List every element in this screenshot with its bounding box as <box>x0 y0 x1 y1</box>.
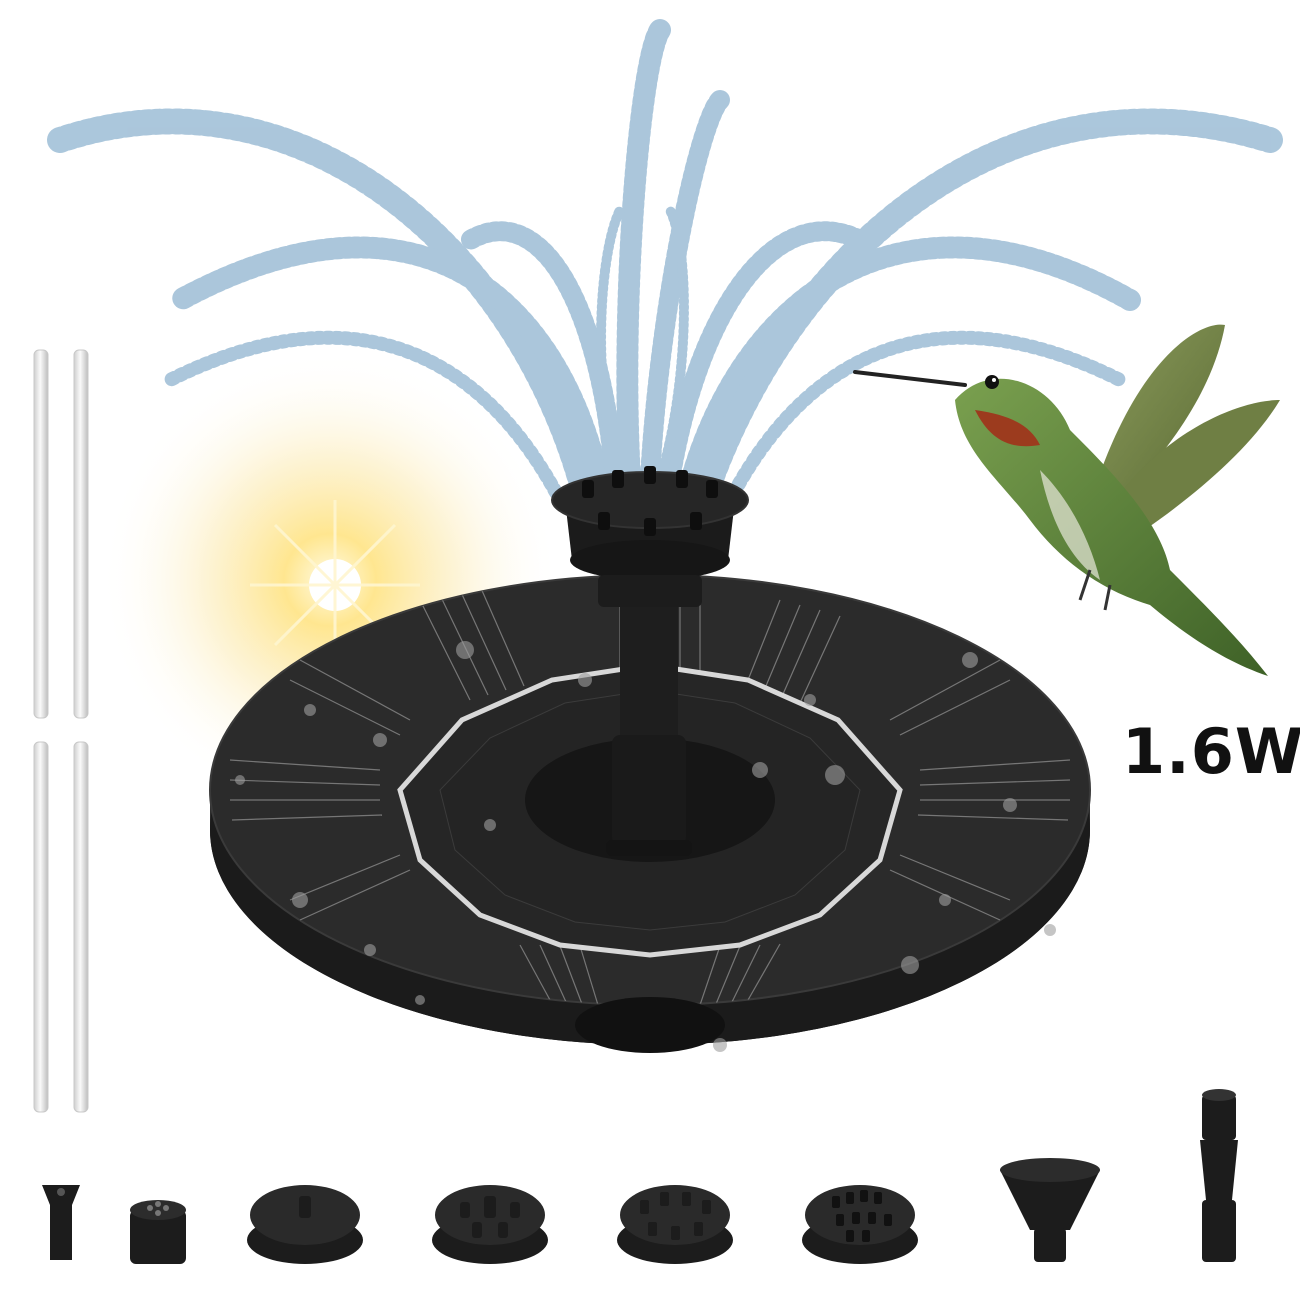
dense-jet-nozzle-icon <box>802 1185 918 1264</box>
power-rating-label: 1.6W <box>1122 715 1300 788</box>
nozzle-attachments <box>42 1089 1238 1264</box>
four-hole-nozzle-icon <box>130 1200 186 1264</box>
cup-nozzle-icon <box>1000 1158 1100 1262</box>
single-jet-nozzle-icon <box>247 1185 363 1264</box>
water-spray <box>47 19 1283 508</box>
hummingbird <box>853 324 1280 676</box>
extension-pipe-icon <box>1200 1089 1238 1262</box>
small-nozzle-icon <box>42 1185 80 1260</box>
ring-jet-nozzle-icon <box>617 1185 733 1264</box>
multi-jet-nozzle-icon <box>432 1185 548 1264</box>
extension-tubes <box>33 349 89 1113</box>
solar-fountain <box>209 466 1091 1053</box>
